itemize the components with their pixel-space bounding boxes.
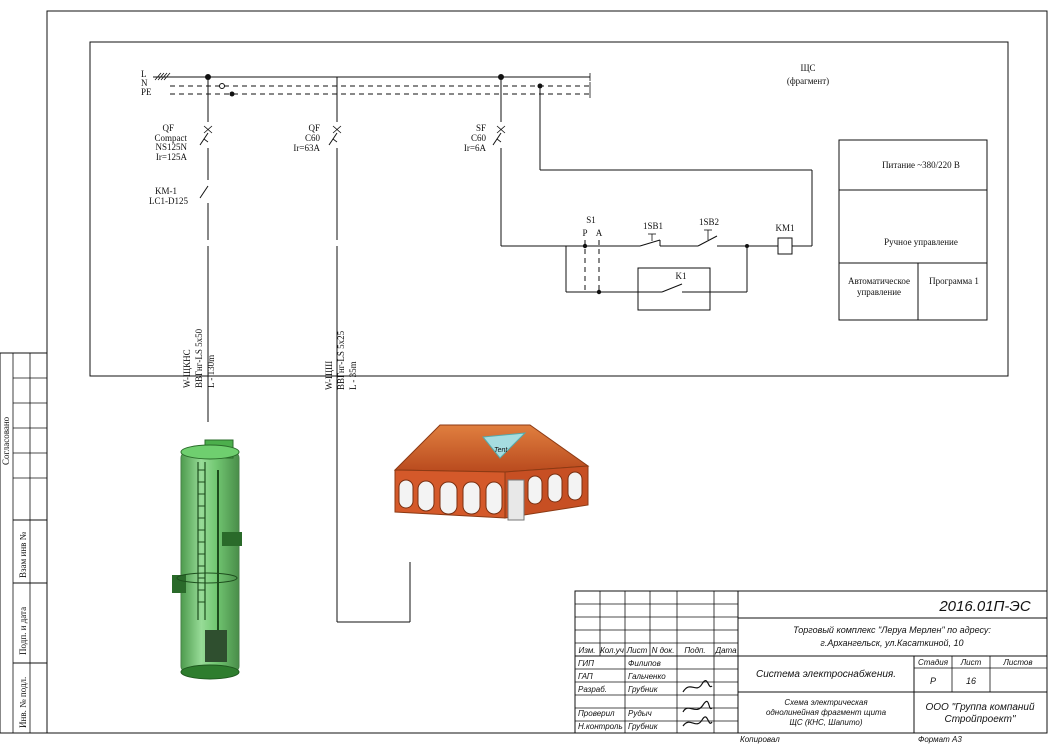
drawing-line-1: Схема электрическая <box>784 698 868 707</box>
breaker1-label: QF <box>162 123 174 133</box>
role-nkontrol: Н.контроль <box>578 722 623 731</box>
cable2-labels: W-ЩШ ВВГнг-LS 5х25 L - 35m <box>324 330 358 390</box>
project-line-2: г.Архангельск, ул.Касаткиной, 10 <box>820 638 963 648</box>
hdr-date: Дата <box>714 646 737 655</box>
cable1-length: L - 130m <box>206 355 216 388</box>
feeder-3: SF C60 Ir=6A <box>464 74 813 246</box>
drawing-line-3: ЩС (КНС, Шапито) <box>789 718 862 727</box>
breaker1-model: Compact <box>155 133 188 143</box>
hdr-list: Лист <box>626 646 648 655</box>
table-power: Питание ~380/220 В <box>882 160 960 170</box>
breaker3-model: C60 <box>471 133 487 143</box>
sheet-header: Лист <box>960 658 982 667</box>
panel-title: ЩС <box>800 63 815 73</box>
button1-label: 1SB1 <box>643 221 663 231</box>
breaker3-rating: Ir=6A <box>464 143 487 153</box>
breaker1-rating: Ir=125A <box>156 152 188 162</box>
relay-k1-box <box>637 267 711 311</box>
contactor-model: LC1-D125 <box>149 196 188 206</box>
name-gap: Гальченко <box>628 672 666 681</box>
cable1-labels: W-ЩКНС ВВГнг-LS 5х50 L - 130m <box>182 328 216 388</box>
system-name: Система электроснабжения. <box>756 668 896 680</box>
project-line-1: Торговый комплекс "Леруа Мерлен" по адре… <box>793 625 991 635</box>
copied-caption: Копировал <box>740 735 780 744</box>
bus-label-n: N <box>141 78 148 88</box>
pump-station-illustration <box>172 439 242 680</box>
coil-label: KM1 <box>775 223 794 233</box>
company-line-1: ООО "Группа компаний <box>925 702 1035 713</box>
stamp-replaced: Взам инв № <box>18 532 28 578</box>
control-circuit: S1 P A 1SB1 1SB2 KM1 K1 <box>501 215 812 311</box>
feeder-2: QF C60 Ir=63A <box>293 77 411 623</box>
cable2-type: ВВГнг-LS 5х25 <box>336 330 346 390</box>
drawing-line-2: однолинейная фрагмент щита <box>766 708 887 717</box>
side-stamp: Согласовано Взам инв № Подп. и дата Инв.… <box>0 352 48 734</box>
title-block: Изм. Кол.уч Лист N док. Подп. Дата ГИП Ф… <box>574 590 1048 734</box>
company-line-2: Стройпроект" <box>944 714 1015 725</box>
switch-s1-label: S1 <box>586 215 596 225</box>
doc-code: 2016.01П-ЭС <box>938 598 1030 615</box>
breaker2-label: QF <box>308 123 320 133</box>
cable2-length: L - 35m <box>348 361 358 390</box>
stamp-sign-date: Подп. и дата <box>18 607 28 655</box>
breaker2-model: C60 <box>305 133 321 143</box>
table-manual: Ручное управление <box>884 237 958 247</box>
cable1-type: ВВГнг-LS 5х50 <box>194 328 204 388</box>
name-razrab: Грубник <box>628 685 659 694</box>
signature-razrab <box>682 680 713 693</box>
role-prover: Проверил <box>578 709 615 718</box>
format-caption: Формат А3 <box>918 735 962 744</box>
table-auto-2: управление <box>857 287 901 297</box>
role-razrab: Разраб. <box>578 685 607 694</box>
signature-nkontrol <box>682 716 713 727</box>
feeder-1: QF Compact NS125N Ir=125A KM-1 LC1-D125 <box>149 74 235 422</box>
table-program: Программа 1 <box>929 276 979 286</box>
stamp-inv-no: Инв. № подл. <box>18 677 28 728</box>
sheets-header: Листов <box>1002 658 1032 667</box>
panel-subtitle: (фрагмент) <box>787 76 829 86</box>
hdr-ndoc: N док. <box>652 646 675 655</box>
role-gap: ГАП <box>578 672 593 681</box>
hdr-podp: Подп. <box>684 646 705 655</box>
tent-illustration: Tent <box>393 424 590 521</box>
hdr-izm: Изм. <box>578 646 595 655</box>
bus-label-pe: PE <box>141 87 152 97</box>
name-nkontrol: Грубник <box>628 722 659 731</box>
breaker3-label: SF <box>476 123 486 133</box>
control-table: Питание ~380/220 В Ручное управление Авт… <box>838 139 988 321</box>
cable2-name: W-ЩШ <box>324 361 334 390</box>
role-gip: ГИП <box>578 659 594 668</box>
cable1-name: W-ЩКНС <box>182 349 192 388</box>
contactor-label: KM-1 <box>155 186 177 196</box>
button2-label: 1SB2 <box>699 217 719 227</box>
coil-km1 <box>777 237 793 255</box>
switch-s1-p: P <box>582 228 587 238</box>
relay-label: K1 <box>676 271 687 281</box>
name-prover: Рудыч <box>628 709 652 718</box>
switch-s1-a: A <box>596 228 603 238</box>
bus-lines: L N PE <box>141 69 591 98</box>
bus-label-l: L <box>141 69 147 79</box>
table-auto-1: Автоматическое <box>848 276 910 286</box>
breaker2-rating: Ir=63A <box>293 143 320 153</box>
breaker1-sub: NS125N <box>155 142 187 152</box>
name-gip: Филипов <box>628 659 661 668</box>
sheet-value: 16 <box>966 676 976 686</box>
stage-value: Р <box>930 676 936 686</box>
stage-header: Стадия <box>918 658 949 667</box>
tent-sign: Tent <box>494 447 508 454</box>
schematic-frame <box>89 41 1009 377</box>
stamp-agreed: Согласовано <box>1 416 11 465</box>
hdr-koluch: Кол.уч <box>600 646 624 655</box>
signature-prover <box>682 700 713 713</box>
